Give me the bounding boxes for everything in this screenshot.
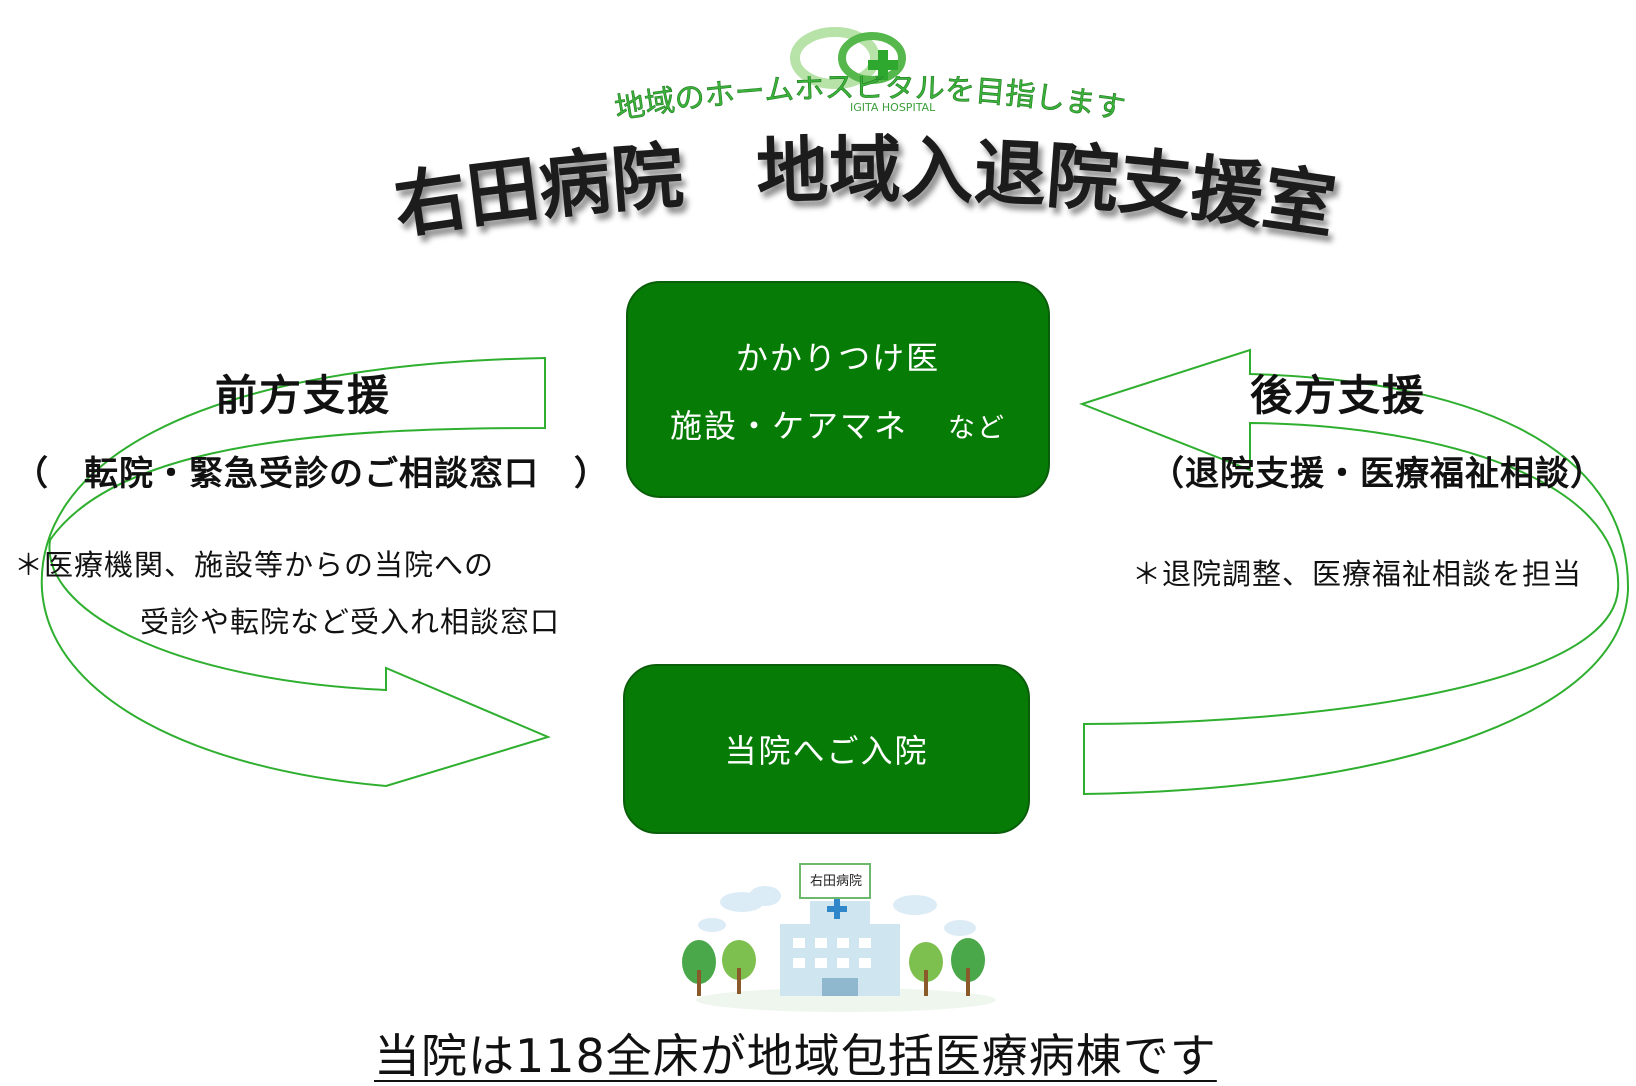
logo-text: IGITA HOSPITAL [850, 101, 936, 114]
etc-label: など [948, 412, 1006, 444]
primary-care-box: かかりつけ医 施設・ケアマネ など [626, 281, 1050, 498]
tagline: 地域のホームホスピタルを目指します [612, 76, 1128, 127]
footer-statement: 当院は118全床が地域包括医療病棟です [374, 1029, 1217, 1083]
svg-text:右田病院 地域入退院支援室: 右田病院 地域入退院支援室 [389, 128, 1341, 248]
admission-label: 当院へご入院 [724, 732, 929, 770]
admission-box: 当院へご入院 [623, 664, 1030, 834]
tree-icon [909, 942, 943, 996]
front-support-note-2: 受診や転院など受入れ相談窓口 [140, 605, 561, 639]
hospital-logo-icon: IGITA HOSPITAL [790, 27, 936, 114]
front-support-arrow [40, 356, 551, 788]
page-title: 右田病院 地域入退院支援室 [389, 128, 1341, 248]
tree-icon [722, 940, 756, 994]
hospital-illustration [682, 863, 996, 1012]
tree-icon [951, 938, 985, 996]
back-support-heading: 後方支援 [1250, 371, 1427, 420]
facility-label: 施設・ケアマネ [669, 406, 908, 445]
hospital-sign: 右田病院 [809, 874, 862, 889]
tree-icon [682, 940, 716, 996]
page-title-text: 右田病院 地域入退院支援室 [389, 128, 1341, 248]
front-support-note-1: ＊医療機関、施設等からの当院への [14, 548, 495, 582]
back-support-note: ＊退院調整、医療福祉相談を担当 [1132, 557, 1583, 591]
back-support-arrow [1079, 348, 1630, 796]
primary-care-label: かかりつけ医 [735, 338, 941, 377]
facility-line: 施設・ケアマネ など [670, 401, 1006, 447]
front-support-heading: 前方支援 [215, 371, 392, 420]
front-support-subheading: （ 転院・緊急受診のご相談窓口 ） [14, 454, 609, 494]
back-support-subheading: （退院支援・医療福祉相談） [1150, 454, 1605, 494]
